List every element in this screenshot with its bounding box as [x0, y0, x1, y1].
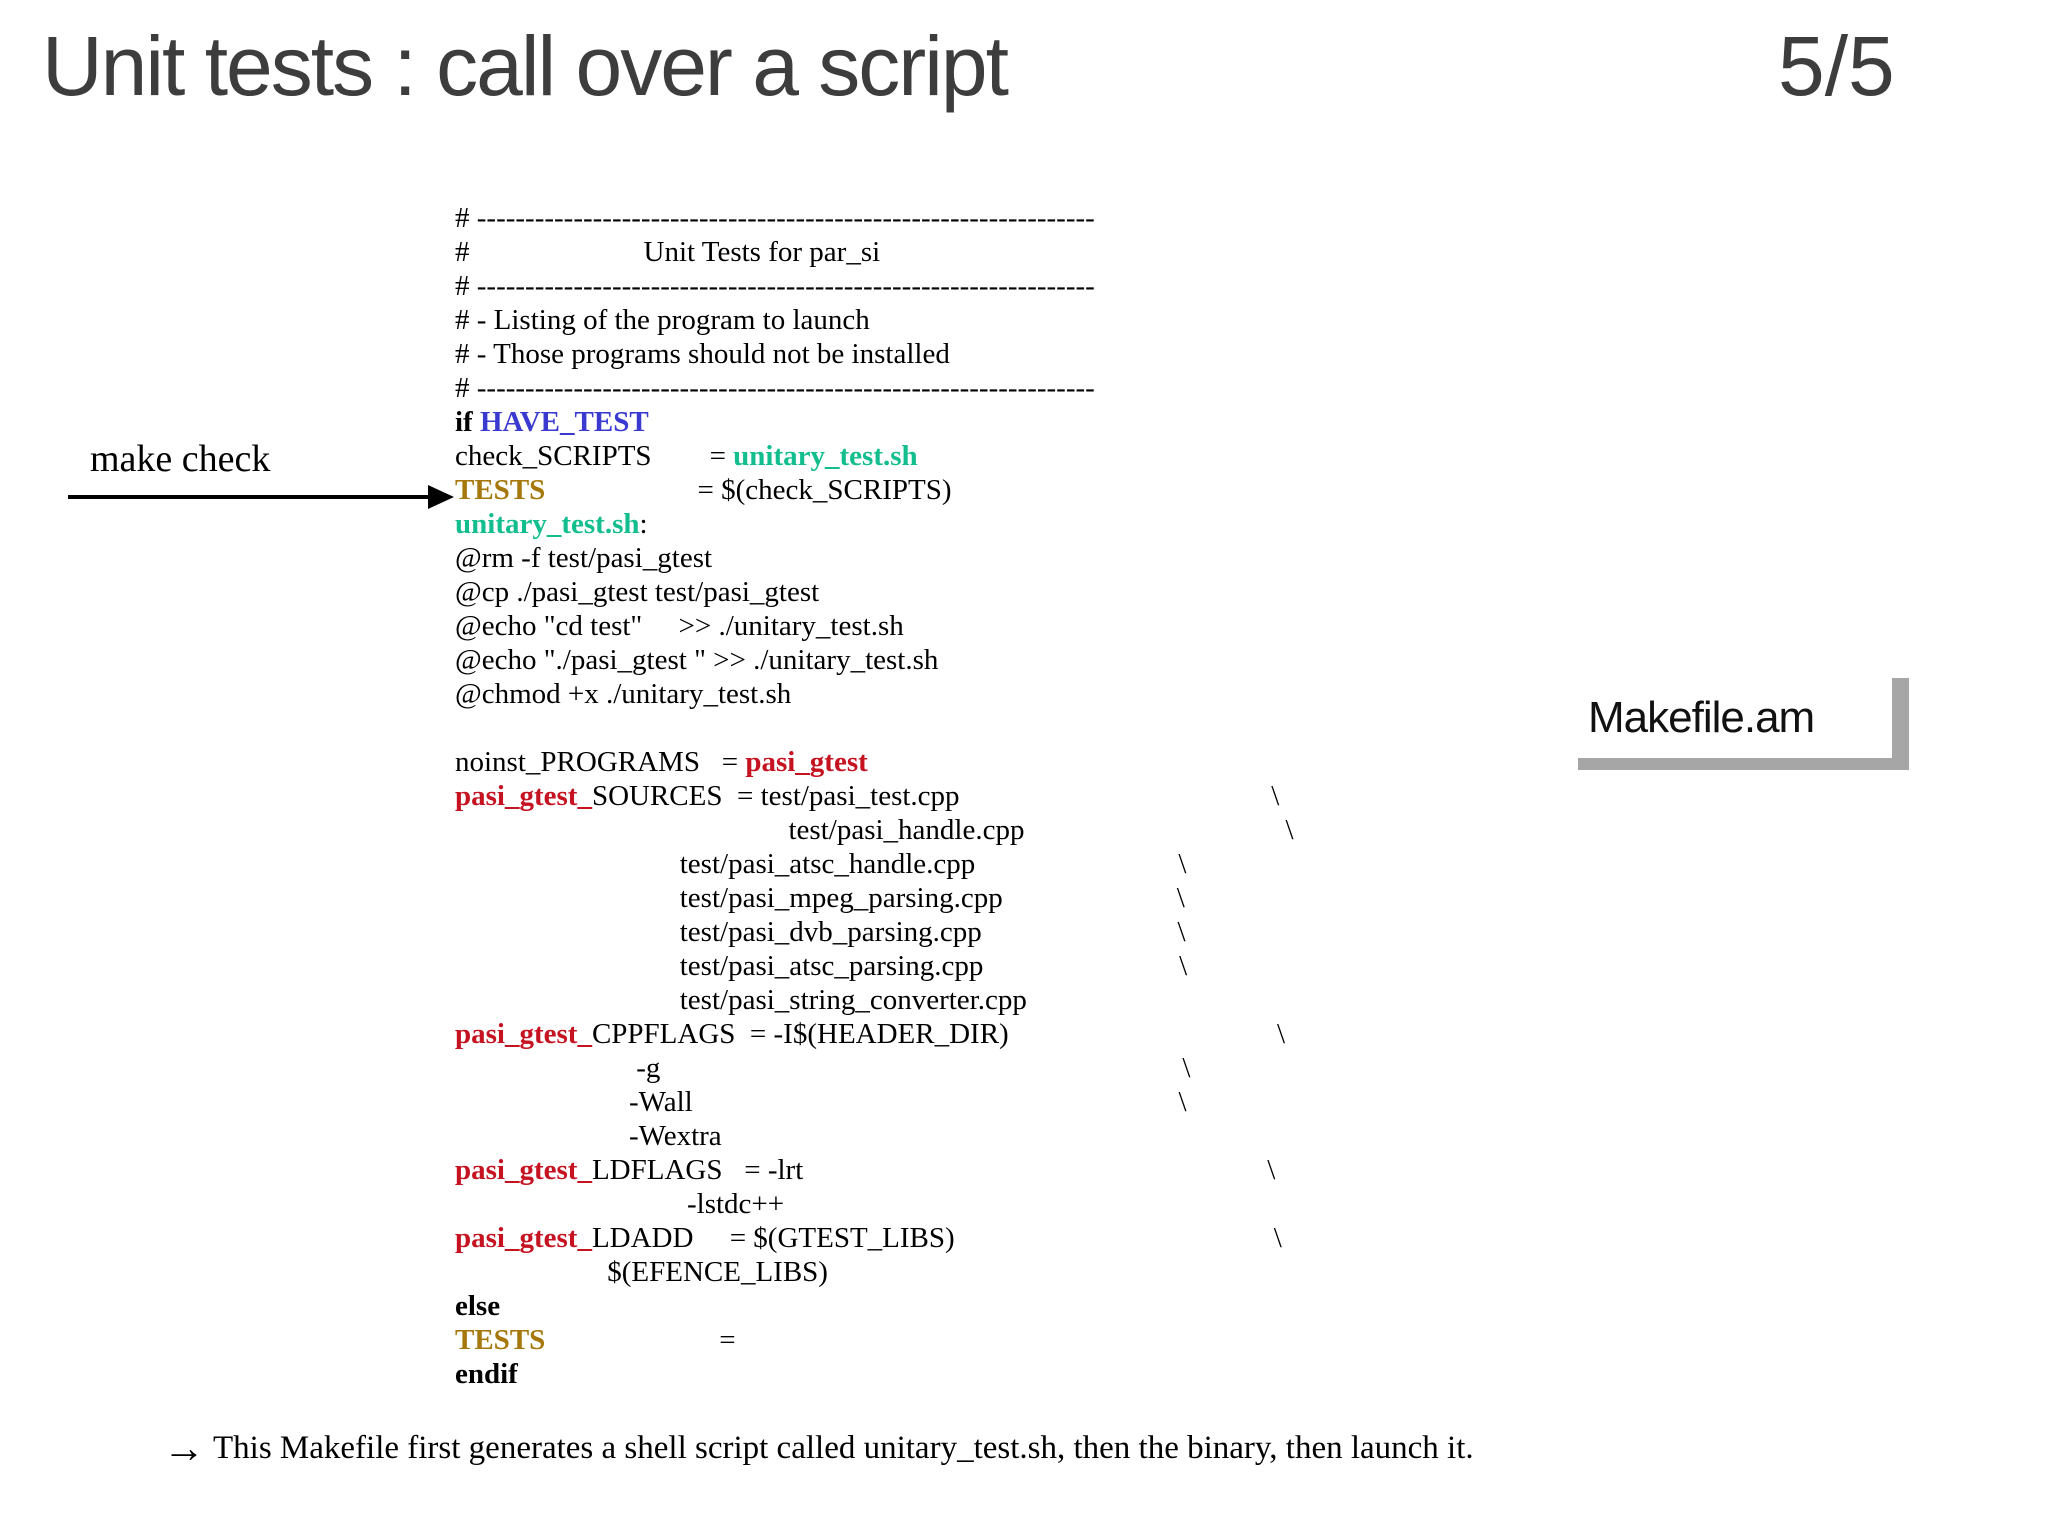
- makefile-code-block: # --------------------------------------…: [455, 201, 1294, 1391]
- code-line: pasi_gtest_LDFLAGS = -lrt \: [455, 1154, 1276, 1186]
- code-line: # --------------------------------------…: [455, 372, 1095, 404]
- code-line: test/pasi_atsc_handle.cpp \: [455, 848, 1187, 880]
- code-line: # --------------------------------------…: [455, 270, 1095, 302]
- conclusion-note: →This Makefile first generates a shell s…: [163, 1428, 1474, 1470]
- code-line: test/pasi_handle.cpp \: [455, 814, 1294, 846]
- code-line: unitary_test.sh:: [455, 508, 648, 540]
- code-line: -g \: [455, 1052, 1191, 1084]
- page-number: 5/5: [1778, 19, 1895, 113]
- code-line: test/pasi_atsc_parsing.cpp \: [455, 950, 1188, 982]
- code-line: check_SCRIPTS = unitary_test.sh: [455, 440, 918, 472]
- code-line: -Wall \: [455, 1086, 1187, 1118]
- arrow-head-icon: [428, 485, 454, 509]
- right-arrow-icon: →: [163, 1426, 205, 1472]
- code-line: # Unit Tests for par_si: [455, 236, 881, 268]
- code-line: @cp ./pasi_gtest test/pasi_gtest: [455, 576, 820, 608]
- make-check-label: make check: [90, 438, 271, 480]
- code-line: # - Those programs should not be install…: [455, 338, 950, 370]
- code-line: # - Listing of the program to launch: [455, 304, 870, 336]
- arrow-line: [68, 495, 430, 499]
- code-line: if HAVE_TEST: [455, 406, 649, 438]
- code-line: @chmod +x ./unitary_test.sh: [455, 678, 792, 710]
- code-line: pasi_gtest_CPPFLAGS = -I$(HEADER_DIR) \: [455, 1018, 1286, 1050]
- code-line: pasi_gtest_SOURCES = test/pasi_test.cpp …: [455, 780, 1280, 812]
- code-line: @echo "cd test" >> ./unitary_test.sh: [455, 610, 904, 642]
- code-line: pasi_gtest_LDADD = $(GTEST_LIBS) \: [455, 1222, 1282, 1254]
- make-check-arrow: [68, 480, 454, 514]
- code-line: $(EFENCE_LIBS): [455, 1256, 828, 1288]
- code-line: TESTS =: [455, 1324, 736, 1356]
- code-line: noinst_PROGRAMS = pasi_gtest: [455, 746, 868, 778]
- code-line: # --------------------------------------…: [455, 202, 1095, 234]
- code-line: endif: [455, 1358, 518, 1390]
- makefile-filename: Makefile.am: [1588, 693, 1815, 742]
- code-line: @echo "./pasi_gtest " >> ./unitary_test.…: [455, 644, 939, 676]
- conclusion-text: This Makefile first generates a shell sc…: [213, 1430, 1474, 1466]
- code-line: else: [455, 1290, 501, 1322]
- code-line: -Wextra: [455, 1120, 722, 1152]
- page-title: Unit tests : call over a script: [42, 19, 1009, 113]
- makefile-filename-tag: Makefile.am: [1578, 678, 1909, 770]
- code-line: test/pasi_dvb_parsing.cpp \: [455, 916, 1186, 948]
- code-line: @rm -f test/pasi_gtest: [455, 542, 713, 574]
- code-line: test/pasi_string_converter.cpp: [455, 984, 1027, 1016]
- code-line: [455, 711, 1294, 745]
- code-line: test/pasi_mpeg_parsing.cpp \: [455, 882, 1185, 914]
- code-line: TESTS = $(check_SCRIPTS): [455, 474, 952, 506]
- code-line: -lstdc++: [455, 1188, 785, 1220]
